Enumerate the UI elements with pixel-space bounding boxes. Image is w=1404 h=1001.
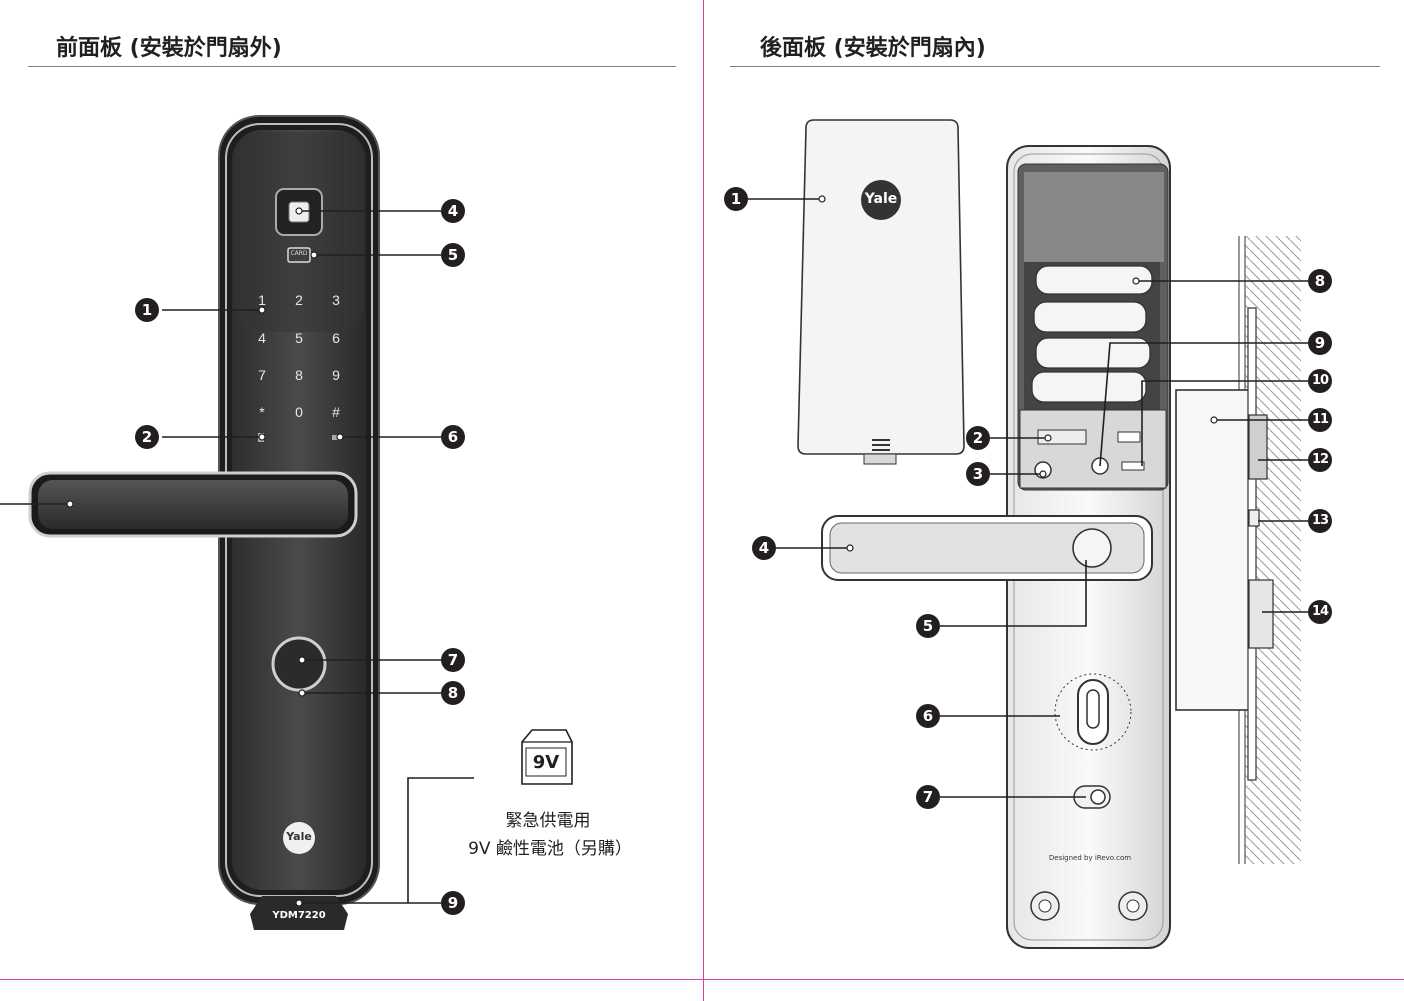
back-callout-9: 9 [1308,331,1332,355]
front-panel-title: 前面板 (安裝於門扇外) [56,36,282,61]
front-callout-4: 4 [441,199,465,223]
front-callout-6: 6 [441,425,465,449]
battery-9v-label: 9V [532,752,560,773]
key-6[interactable]: 6 [332,330,340,346]
battery-note-line1: 緊急供電用 [505,811,591,831]
back-callout-13: 13 [1308,509,1332,533]
key-7[interactable]: 7 [258,367,266,383]
back-title-rule [730,66,1380,67]
battery-note-line2: 9V 鹼性電池（另購） [468,839,632,859]
front-callout-7: 7 [441,648,465,672]
back-callout-4: 4 [752,536,776,560]
key-star[interactable]: * [259,404,265,420]
key-5[interactable]: 5 [295,330,303,346]
key-9[interactable]: 9 [332,367,340,383]
battery-9v [521,729,573,785]
back-callout-3: 3 [966,462,990,486]
key-hash[interactable]: # [332,404,340,420]
back-brand-logo: Yale [864,191,898,207]
key-8[interactable]: 8 [295,367,303,383]
center-divider [703,0,704,1001]
back-callout-8: 8 [1308,269,1332,293]
front-title-rule [28,66,676,67]
bottom-divider [0,979,1404,980]
back-callout-11: 11 [1308,408,1332,432]
front-model-label: YDM7220 [272,910,326,921]
battery-pack [1031,265,1153,403]
key-1[interactable]: 1 [258,292,266,308]
battery-cover [797,119,965,465]
front-callout-1: 1 [135,298,159,322]
back-callout-12: 12 [1308,448,1332,472]
front-callout-2: 2 [135,425,159,449]
front-brand-logo: Yale [286,830,312,843]
back-callout-1: 1 [724,187,748,211]
key-3[interactable]: 3 [332,292,340,308]
key-0[interactable]: 0 [295,404,303,420]
back-panel-title: 後面板 (安裝於門扇內) [760,36,986,61]
back-callout-5: 5 [916,614,940,638]
back-callout-6: 6 [916,704,940,728]
front-callout-8: 8 [441,681,465,705]
back-callout-14: 14 [1308,600,1332,624]
back-callout-10: 10 [1308,369,1332,393]
front-callout-9: 9 [441,891,465,915]
designed-by-label: Designed by iRevo.com [1048,854,1132,862]
card-icon: CARD [290,250,308,257]
back-callout-7: 7 [916,785,940,809]
key-2[interactable]: 2 [295,292,303,308]
key-4[interactable]: 4 [258,330,266,346]
back-callout-2: 2 [966,426,990,450]
front-callout-5: 5 [441,243,465,267]
